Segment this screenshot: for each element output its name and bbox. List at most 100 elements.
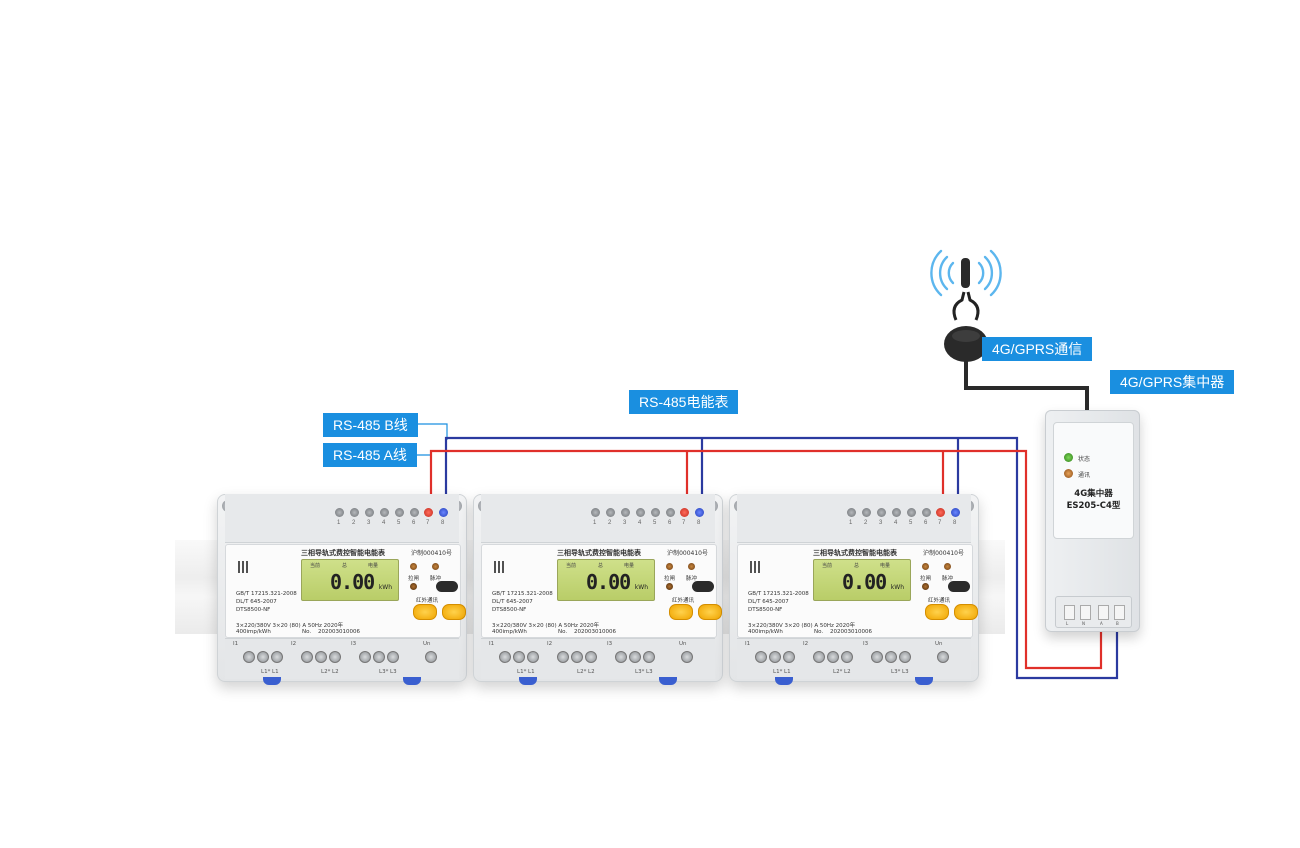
screw-terminal-icon — [301, 651, 313, 663]
bottom-terminal-label: L3* L3 — [635, 669, 653, 675]
terminal-number: 8 — [441, 520, 445, 526]
bottom-terminal-label: L2* L2 — [833, 669, 851, 675]
screw-terminal-icon — [359, 651, 371, 663]
lcd-label-energy: 电量 — [368, 563, 379, 569]
pulse-led-label: 脉冲 — [430, 576, 442, 582]
rail-clip — [915, 677, 933, 685]
pulse-led — [432, 563, 439, 570]
bottom-terminal-label: I2 — [547, 641, 553, 647]
terminal-number: 8 — [697, 520, 701, 526]
serial-label: No. — [814, 629, 824, 635]
ir-port — [948, 581, 970, 592]
bottom-terminal-label: L2* L2 — [321, 669, 339, 675]
meter-cert: 沪制000410号 — [667, 550, 708, 557]
screw-terminal-icon — [499, 651, 511, 663]
screw-terminal-icon — [373, 651, 385, 663]
serial-number: 202003010006 — [318, 629, 360, 635]
trip-led-label: 拉闸 — [664, 576, 676, 582]
terminal-number: 3 — [879, 520, 883, 526]
bottom-terminal-label: L3* L3 — [379, 669, 397, 675]
meter-title: 三相导轨式费控智能电能表 — [557, 549, 641, 557]
terminal-a — [1098, 605, 1109, 620]
meter-face: 三相导轨式费控智能电能表 沪制000410号 当前 总 电量 0.00 kWh … — [225, 544, 461, 638]
pulse-led-label: 脉冲 — [686, 576, 698, 582]
top-terminal-3 — [877, 508, 886, 517]
top-terminal-6 — [922, 508, 931, 517]
screw-terminal-icon — [769, 651, 781, 663]
terminal-number: 2 — [864, 520, 868, 526]
antenna-icon — [944, 258, 988, 362]
top-terminal-3 — [365, 508, 374, 517]
callout-rs485-b: RS-485 B线 — [323, 413, 418, 437]
meter-constant: 400imp/kWh — [236, 629, 271, 635]
ir-label: 红外通讯 — [928, 598, 951, 604]
terminal-number: 3 — [623, 520, 627, 526]
terminal-number: 7 — [682, 520, 686, 526]
terminal-number: 2 — [608, 520, 612, 526]
screw-terminal-icon — [243, 651, 255, 663]
yellow-button[interactable] — [442, 604, 466, 620]
terminal-number: 6 — [924, 520, 928, 526]
top-terminal-2 — [862, 508, 871, 517]
wire-a — [429, 449, 1103, 670]
top-terminal-7 — [680, 508, 689, 517]
terminal-b-label: B — [1116, 621, 1119, 626]
top-terminal-4 — [380, 508, 389, 517]
antenna-cable — [964, 358, 1089, 412]
rail-clip — [659, 677, 677, 685]
bottom-terminal-label: L1* L1 — [517, 669, 535, 675]
top-terminal-6 — [410, 508, 419, 517]
terminal-number: 5 — [909, 520, 913, 526]
standard-gb: GB/T 17215.321-2008 — [236, 591, 297, 597]
terminal-number: 3 — [367, 520, 371, 526]
yellow-button[interactable] — [413, 604, 437, 620]
screw-terminal-icon — [629, 651, 641, 663]
bottom-terminal-label: I3 — [351, 641, 357, 647]
terminal-number: 1 — [337, 520, 341, 526]
top-terminal-4 — [892, 508, 901, 517]
yellow-button[interactable] — [669, 604, 693, 620]
top-terminal-7 — [424, 508, 433, 517]
terminal-l — [1064, 605, 1075, 620]
bottom-terminal-label: L3* L3 — [891, 669, 909, 675]
top-terminal-2 — [606, 508, 615, 517]
model-number: DTS8500-NF — [492, 607, 527, 613]
status-led — [1064, 453, 1073, 462]
screw-terminal-icon — [755, 651, 767, 663]
concentrator: 状态 通讯 4G集中器 ES205-C4型 L N A B — [1045, 410, 1140, 632]
screw-terminal-icon — [257, 651, 269, 663]
yellow-button[interactable] — [954, 604, 978, 620]
comm-led — [1064, 469, 1073, 478]
pulse-led-label: 脉冲 — [942, 576, 954, 582]
pulse-led — [688, 563, 695, 570]
meter-title: 三相导轨式费控智能电能表 — [301, 549, 385, 557]
pulse-led — [944, 563, 951, 570]
top-terminal-6 — [666, 508, 675, 517]
yellow-button[interactable] — [698, 604, 722, 620]
concentrator-model: ES205-C4型 — [1066, 501, 1121, 511]
top-terminal-8 — [951, 508, 960, 517]
terminal-number: 7 — [938, 520, 942, 526]
bottom-terminal-label: Un — [679, 641, 687, 647]
rating: 3×220/380V 3×20 (80) A 50Hz 2020年 — [236, 623, 344, 629]
leader-b — [413, 423, 448, 440]
yellow-button[interactable] — [925, 604, 949, 620]
terminal-number: 5 — [397, 520, 401, 526]
top-terminal-1 — [591, 508, 600, 517]
lcd-unit: kWh — [378, 584, 392, 591]
ir-led — [922, 583, 929, 590]
terminal-number: 1 — [849, 520, 853, 526]
meter-cert: 沪制000410号 — [411, 550, 452, 557]
bottom-terminal-label: I1 — [489, 641, 495, 647]
screw-terminal-icon — [513, 651, 525, 663]
trip-led-label: 拉闸 — [408, 576, 420, 582]
top-terminal-5 — [395, 508, 404, 517]
terminal-number: 4 — [382, 520, 386, 526]
lcd-value: 0.00 — [842, 570, 887, 594]
lcd-label-current: 当前 — [822, 563, 833, 569]
